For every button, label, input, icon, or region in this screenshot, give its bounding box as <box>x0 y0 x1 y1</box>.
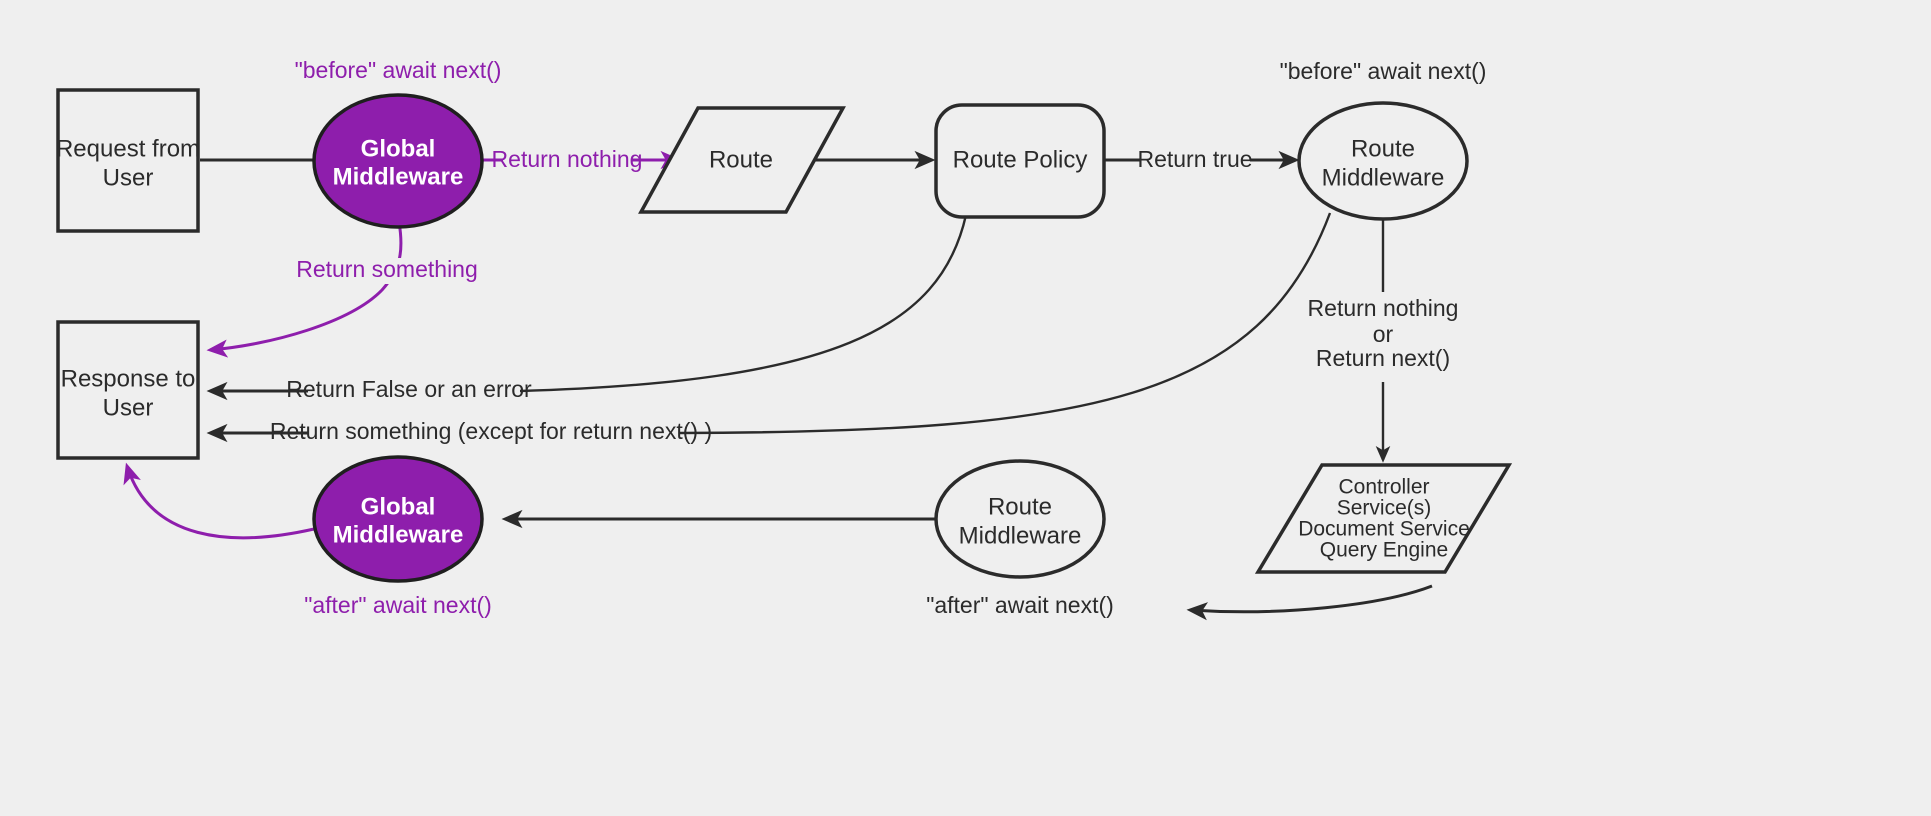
return-nothing-label: Return nothing <box>492 146 643 172</box>
edge-route-middleware-to-response-something <box>206 212 1332 443</box>
node-route[interactable]: Route <box>638 106 846 214</box>
annotation-before-await-next-route: "before" await next() <box>1280 58 1487 84</box>
annotation-before-await-next-global: "before" await next() <box>295 57 502 83</box>
request-from-user-label-line1: Request from <box>56 135 200 162</box>
node-route-middleware-top[interactable]: Route Middleware <box>1297 101 1469 221</box>
controller-services-label-line4: Query Engine <box>1320 539 1448 562</box>
annotation-after-await-next-route: "after" await next() <box>926 592 1114 618</box>
edge-label-return-something-except-next: Return something (except for return next… <box>270 418 712 447</box>
route-label: Route <box>709 146 773 173</box>
edge-label-return-something: Return something <box>296 256 478 284</box>
node-controller-services[interactable]: Controller Service(s) Document Service Q… <box>1254 463 1513 574</box>
edge-global-middleware-bottom-to-response <box>123 462 315 540</box>
node-route-middleware-bottom[interactable]: Route Middleware <box>934 459 1106 579</box>
return-true-label: Return true <box>1137 146 1252 172</box>
node-request-from-user[interactable]: Request from User <box>56 88 200 233</box>
return-nothing-or-next-label-line3: Return next() <box>1316 345 1450 371</box>
route-middleware-top-label-line1: Route <box>1351 135 1415 162</box>
return-something-label: Return something <box>296 256 478 282</box>
return-false-or-error-label: Return False or an error <box>286 376 532 402</box>
edge-label-return-nothing-or-next: Return nothing or Return next() <box>1302 293 1464 381</box>
global-middleware-top-label-line2: Middleware <box>333 163 464 190</box>
response-to-user-label-line2: User <box>103 394 154 421</box>
route-middleware-top-label-line2: Middleware <box>1322 164 1445 191</box>
request-from-user-label-line2: User <box>103 164 154 191</box>
edge-route-policy-to-response-false <box>206 214 968 401</box>
node-global-middleware-top[interactable]: Global Middleware <box>312 93 484 229</box>
route-middleware-bottom-label-line1: Route <box>988 493 1052 520</box>
edge-controller-to-route-middleware-bottom <box>1186 584 1433 621</box>
global-middleware-bottom-label-line2: Middleware <box>333 521 464 548</box>
edge-label-return-false-or-error: Return False or an error <box>286 376 532 405</box>
node-route-policy[interactable]: Route Policy <box>934 103 1106 219</box>
controller-services-label-line1: Controller <box>1338 476 1429 499</box>
node-global-middleware-bottom[interactable]: Global Middleware <box>312 455 484 583</box>
edge-label-return-nothing: Return nothing <box>492 146 643 174</box>
return-nothing-or-next-label-line2: or <box>1373 321 1394 347</box>
response-to-user-label-line1: Response to <box>61 365 196 392</box>
route-middleware-bottom-label-line2: Middleware <box>959 522 1082 549</box>
route-policy-label: Route Policy <box>953 146 1088 173</box>
controller-services-label-line2: Service(s) <box>1337 497 1432 520</box>
global-middleware-top-label-line1: Global <box>361 135 436 162</box>
edge-label-return-true: Return true <box>1137 146 1253 174</box>
global-middleware-bottom-label-line1: Global <box>361 493 436 520</box>
return-nothing-or-next-label-line1: Return nothing <box>1308 295 1459 321</box>
controller-services-label-line3: Document Service <box>1298 518 1470 541</box>
return-something-except-next-label: Return something (except for return next… <box>270 418 712 444</box>
annotation-after-await-next-global: "after" await next() <box>304 592 492 618</box>
node-response-to-user[interactable]: Response to User <box>56 320 200 460</box>
edge-global-middleware-to-response-return-something <box>206 221 403 358</box>
